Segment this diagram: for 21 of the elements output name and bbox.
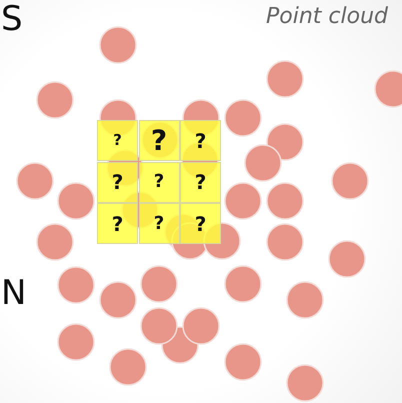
- heading-letter: S: [1, 2, 23, 36]
- grid-cell: [138, 162, 180, 202]
- grid-cell: [97, 120, 138, 161]
- question-mark: ?: [194, 172, 206, 192]
- heading-letter: N: [1, 276, 26, 310]
- question-mark: ?: [113, 133, 122, 148]
- question-mark: ?: [194, 130, 206, 150]
- question-mark: ?: [154, 214, 164, 232]
- question-mark: ?: [154, 173, 164, 191]
- grid-cell: [138, 120, 180, 161]
- question-mark: ?: [112, 172, 124, 192]
- grid-cell: [97, 162, 138, 202]
- grid-cell: [180, 203, 221, 244]
- point-cloud-label: Point cloud: [266, 6, 388, 28]
- question-mark: ?: [194, 214, 206, 234]
- grid-cell: [180, 162, 221, 202]
- grid-cell: [180, 120, 221, 161]
- grid-cell: [97, 203, 138, 244]
- question-mark: ?: [112, 214, 124, 234]
- grid-cell: [138, 203, 180, 244]
- question-mark: ?: [150, 126, 168, 154]
